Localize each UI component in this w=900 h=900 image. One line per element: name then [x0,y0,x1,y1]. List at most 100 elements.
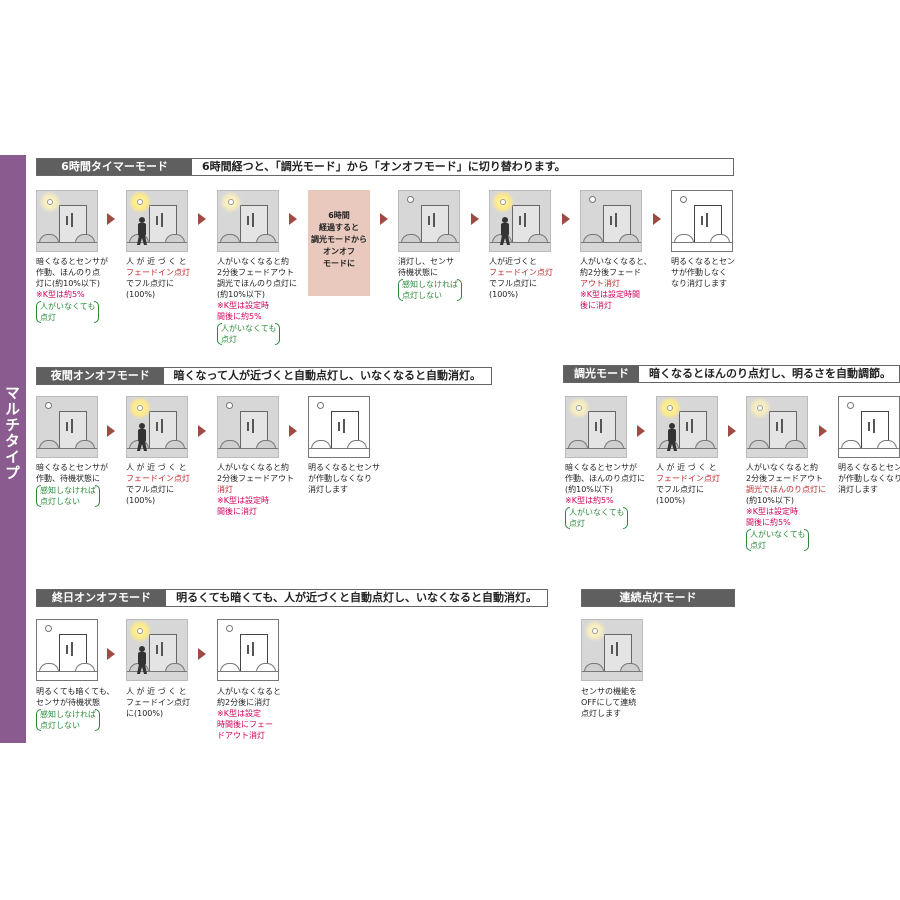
door-handle [252,642,254,656]
step-caption: 暗くなるとセンサが作動、ほんのり点灯に(約10%以下)※K型は約5%人がいなくて… [565,462,651,529]
step-caption: 暗くなるとセンサが作動、ほんのり点灯に(約10%以下)※K型は約5%人がいなくて… [36,256,122,323]
caption-line: が作動しなくなり [308,474,372,483]
arrow-right-icon [637,425,645,437]
door-handle [600,419,602,433]
caption-paren-line: 点灯 [40,313,56,322]
ground-line [490,242,550,243]
lamp-icon [680,196,687,203]
person-icon [137,217,147,245]
caption-line: なり消灯します [671,279,727,288]
person-icon [137,423,147,451]
caption-line: 待機状態に [398,268,438,277]
person-icon [500,217,510,245]
caption-line: 作動、ほんのり点灯に [565,474,645,483]
caption-line: 調光でほんのり点灯に [217,279,297,288]
caption-note: 後に消灯 [580,301,612,310]
door-handle [595,422,597,431]
lamp-icon [500,199,506,205]
door-handle [781,419,783,433]
caption-note: 時間後にフェー [217,720,273,729]
caption-note: ※K型は設定時間 [580,290,640,299]
step-caption: 人がいなくなると、約2分後フェードアウト消灯※K型は設定時間後に消灯 [580,256,666,311]
person-body [138,652,146,665]
caption-paren-note: 人がいなくても点灯 [36,301,100,323]
caption-line: 暗くなるとセンサが [565,463,637,472]
scene-panel [36,619,98,681]
caption-paren-line: 感知しなければ [40,486,96,495]
caption-note: ※K型は約5% [36,290,85,299]
caption-line: 明るくても暗くても、 [36,687,115,696]
lamp-icon [228,199,234,205]
caption-note: ※K型は約5% [565,496,614,505]
arrow-right-icon [198,213,206,225]
caption-highlight: フェードイン点灯 [489,268,553,277]
caption-line: (100%) [126,496,156,505]
caption-note: ※K型は設定時 [746,507,798,516]
caption-note: ドアウト消灯 [217,731,265,740]
lamp-icon [757,405,763,411]
door-handle [71,642,73,656]
door-handle [156,422,158,431]
person-head [139,217,145,223]
caption-paren-line: 感知しなければ [402,280,458,289]
caption-line: 約2分後に消灯 [217,698,271,707]
light-glow-icon [220,191,242,213]
continuous-mode-header: 連続点灯モード [581,589,735,607]
ground-line [309,448,369,449]
person-body [668,429,676,442]
allday-mode-desc: 明るくても暗くても、人が近づくと自動点灯し、いなくなると自動消灯。 [176,591,537,604]
caption-paren-line: 点灯しない [40,721,80,730]
door-handle [71,213,73,227]
caption-line: でフル点灯に [489,279,537,288]
person-head [502,217,508,223]
lamp-icon [226,402,233,409]
scene-panel [565,396,627,458]
caption-paren-note: 人がいなくても点灯 [217,323,281,345]
door-handle [519,216,521,225]
caption-line: 人 が 近 づ く と [126,463,187,472]
person-head [669,423,675,429]
caption-paren-line: 人がいなくても [40,302,96,311]
caption-paren-note: 人がいなくても点灯 [746,529,810,551]
scene-panel [308,396,370,458]
side-label-bar: マルチタイプ [0,155,26,743]
caption-line: でフル点灯に [126,485,174,494]
caption-line: サが作動しなく [671,268,727,277]
ground-line [747,448,807,449]
lamp-icon [576,405,582,411]
lamp-icon [407,196,414,203]
scene-panel [581,619,643,681]
night-mode-title: 夜間オンオフモード [37,368,164,384]
caption-line: 灯に(約10%以下) [36,279,101,288]
ground-line [582,671,642,672]
door-handle [615,213,617,227]
door-handle [161,642,163,656]
ground-line [127,671,187,672]
scene-panel [36,396,98,458]
caption-line: 作動、ほんのり点 [36,268,100,277]
step-caption: 人 が 近 づ く とフェードイン点灯に(100%) [126,686,212,719]
caption-highlight: フェードイン点灯 [656,474,720,483]
caption-line: 2分後フェードアウト [746,474,824,483]
person-legs [137,664,147,674]
arrow-right-icon [198,648,206,660]
lamp-icon [137,628,143,634]
lamp-icon [226,625,233,632]
door-handle [686,422,688,431]
side-label: マルチタイプ [3,385,21,481]
door-illustration [59,205,87,243]
light-glow-icon [129,620,151,642]
step-caption: 人が近づくとフェードイン点灯でフル点灯に(100%) [489,256,575,300]
caption-paren-line: 点灯 [569,519,585,528]
light-glow-icon [492,191,514,213]
caption-line: OFFにして連続 [581,698,637,707]
ground-line [127,242,187,243]
transition-line: 6時間 [328,211,350,220]
scene-panel [217,396,279,458]
caption-paren-note: 感知しなければ点灯しない [398,279,462,301]
arrow-right-icon [289,213,297,225]
caption-line: が作動しなくなり [838,474,900,483]
